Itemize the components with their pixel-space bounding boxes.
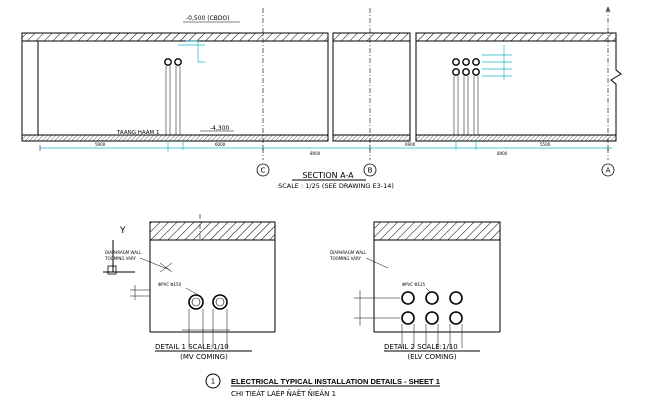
section-title: SECTION A-A bbox=[302, 171, 354, 180]
d1-conduit-2 bbox=[212, 294, 228, 310]
sheet-subtitle: CHI TIEÁT LAÉP ÑAËT ÑIEÄN 1 bbox=[231, 389, 336, 398]
bottom-slab-3 bbox=[415, 134, 617, 142]
dim-right-total: 8900 bbox=[497, 151, 508, 156]
grid-label-c: C bbox=[261, 167, 266, 175]
grid-bubble-b bbox=[363, 163, 377, 177]
section-scale: SCALE : 1/25 (SEE DRAWING E3-14) bbox=[278, 182, 394, 190]
grid-bubble-c bbox=[256, 163, 270, 177]
detail2-slab bbox=[373, 221, 501, 241]
detail1-title: DETAIL 1 SCALE:1/10 bbox=[155, 343, 229, 351]
detail-2: DIAPHRAGM WALL TOOMING VARY ΦPVC Φ125 DE… bbox=[329, 221, 501, 361]
dim-right-1: 6900 bbox=[405, 142, 416, 147]
dim-left-1: 5900 bbox=[95, 142, 106, 147]
conduit-group-right bbox=[452, 45, 512, 150]
sheet-number-bubble bbox=[205, 373, 221, 389]
axis-y-label: Y bbox=[119, 226, 126, 236]
grid-label-a-top: A bbox=[606, 6, 611, 14]
level-top-label: -0,500 (CBDO) bbox=[186, 15, 230, 22]
grid-label-b: B bbox=[368, 167, 373, 175]
d2-wall-note-1: DIAPHRAGM WALL bbox=[330, 250, 367, 255]
d2-wall-note-2: TOOMING VARY bbox=[329, 256, 361, 261]
d2-conduit-grid bbox=[401, 291, 463, 325]
d1-pipe-note: ΦPVC Φ150 bbox=[158, 282, 182, 287]
d1-wall-note-2: TOOMING VARY bbox=[104, 256, 136, 261]
level-bottom-label: -4,300 bbox=[210, 125, 230, 132]
bottom-slab-2 bbox=[332, 134, 411, 142]
sheet-number: 1 bbox=[211, 378, 215, 386]
top-slab-1 bbox=[21, 32, 329, 42]
grid-label-a: A bbox=[606, 167, 611, 175]
sheet-title-block: 1 ELECTRICAL TYPICAL INSTALLATION DETAIL… bbox=[205, 373, 440, 398]
conduit-group-left bbox=[164, 40, 205, 152]
section-a-a: -0,500 (CBDO) bbox=[21, 6, 622, 190]
dim-left-2: 6000 bbox=[215, 142, 226, 147]
d1-wall-note-1: DIAPHRAGM WALL bbox=[105, 250, 142, 255]
grid-bubble-a bbox=[601, 163, 615, 177]
d2-pipe-note: ΦPVC Φ125 bbox=[402, 282, 426, 287]
detail2-subtitle: (ELV COMING) bbox=[407, 353, 456, 361]
d1-conduit-1 bbox=[188, 294, 204, 310]
dim-left-total: 8900 bbox=[310, 151, 321, 156]
detail1-slab bbox=[149, 221, 276, 241]
top-slab-3 bbox=[415, 32, 617, 42]
detail-1: Y DIAPHRAGM WALL TOOMING VARY ΦPVC Φ150 … bbox=[103, 214, 276, 361]
bottom-slab-1 bbox=[21, 134, 329, 142]
sheet-title: ELECTRICAL TYPICAL INSTALLATION DETAILS … bbox=[231, 377, 440, 386]
top-slab-2 bbox=[332, 32, 411, 42]
detail2-title: DETAIL 2 SCALE:1/10 bbox=[384, 343, 458, 351]
dim-right-2: 5500 bbox=[540, 142, 551, 147]
detail1-subtitle: (MV COMING) bbox=[180, 353, 228, 361]
floor-label: TAANG HAAM 1 bbox=[116, 130, 160, 136]
